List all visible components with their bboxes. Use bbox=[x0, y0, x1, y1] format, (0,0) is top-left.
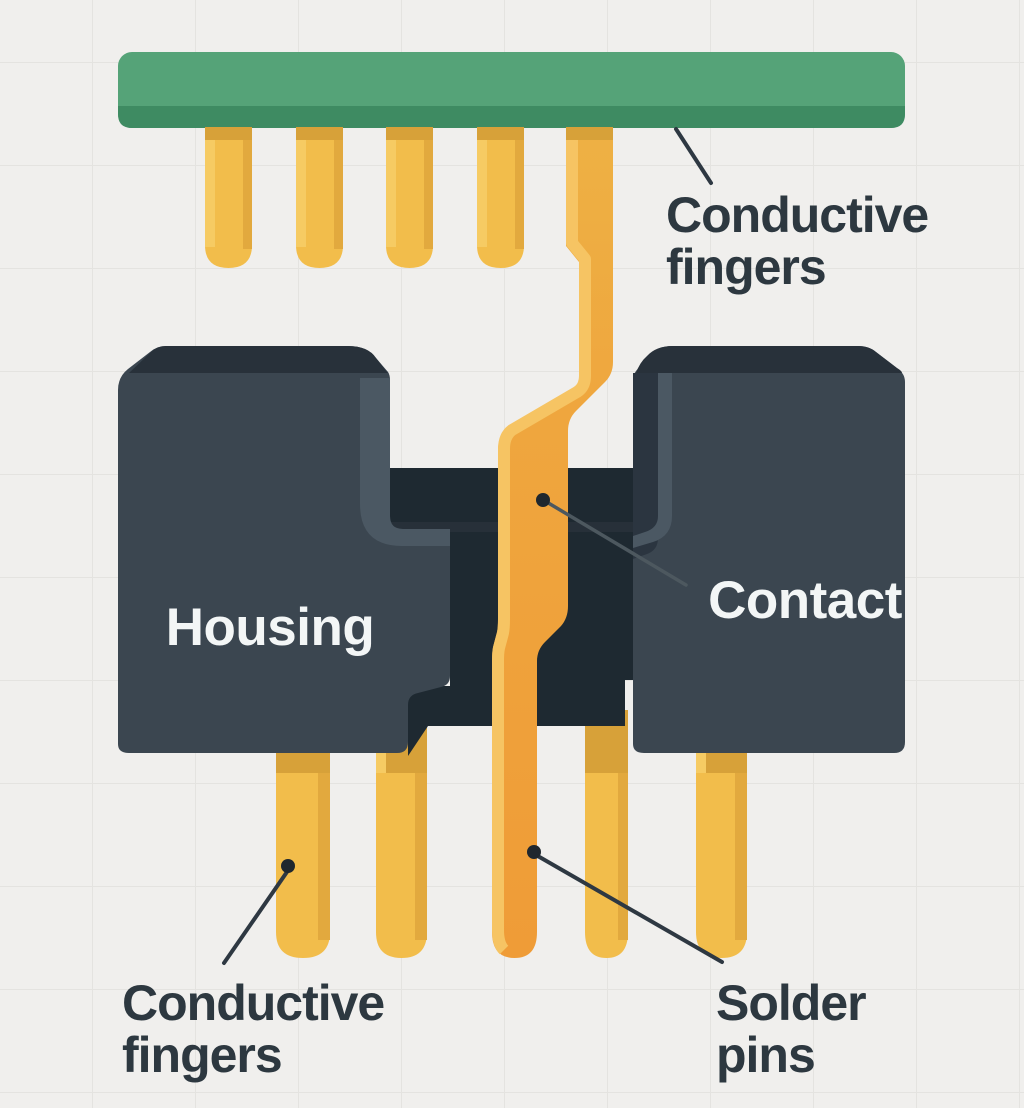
caption-line: fingers bbox=[122, 1027, 282, 1083]
housing-right-face bbox=[633, 346, 905, 753]
solder-pin bbox=[585, 710, 628, 958]
contact-strip-shadow bbox=[566, 127, 613, 140]
housing-left-bevel bbox=[360, 378, 450, 546]
annotations bbox=[222, 127, 724, 965]
leader-line-solder-pins bbox=[534, 853, 724, 964]
pcb-bar-shadow-edge bbox=[118, 106, 905, 128]
contact-strip bbox=[492, 127, 613, 958]
conductive-finger bbox=[386, 127, 433, 268]
caption-bottom-conductive-fingers: Conductive fingers bbox=[122, 975, 397, 1083]
leader-dot-contact bbox=[536, 493, 550, 507]
pcb-edge-bar bbox=[118, 52, 905, 128]
conductive-finger bbox=[477, 127, 524, 268]
label-contact: Contact bbox=[708, 571, 902, 630]
caption-line: fingers bbox=[666, 239, 826, 295]
caption-line: Conductive bbox=[666, 187, 928, 243]
leader-dot-solder-pins bbox=[527, 845, 541, 859]
leader-line-bottom-conductive-fingers bbox=[222, 867, 291, 965]
housing-right-side-shade bbox=[633, 373, 658, 559]
housing-right-block bbox=[633, 346, 905, 753]
top-conductive-fingers bbox=[205, 127, 524, 268]
caption-line: Solder bbox=[716, 975, 866, 1031]
caption-solder-pins: Solder pins bbox=[716, 975, 879, 1083]
caption-top-conductive-fingers: Conductive fingers bbox=[666, 187, 941, 295]
solder-pin bbox=[696, 730, 747, 958]
housing-left-block bbox=[118, 346, 450, 753]
housing-left-top-face bbox=[129, 346, 388, 373]
caption-line: Conductive bbox=[122, 975, 384, 1031]
label-housing: Housing bbox=[166, 598, 374, 657]
leader-dot-bottom-conductive-fingers bbox=[281, 859, 295, 873]
solder-pin bbox=[276, 730, 330, 958]
conductive-finger bbox=[205, 127, 252, 268]
leader-line-top-conductive-fingers bbox=[674, 127, 713, 185]
housing-right-bevel bbox=[633, 373, 672, 548]
leader-line-contact bbox=[543, 499, 688, 587]
contact-strip-highlight bbox=[492, 129, 591, 955]
caption-line: pins bbox=[716, 1027, 815, 1083]
conductive-finger bbox=[296, 127, 343, 268]
housing-right-top-face bbox=[636, 346, 902, 373]
